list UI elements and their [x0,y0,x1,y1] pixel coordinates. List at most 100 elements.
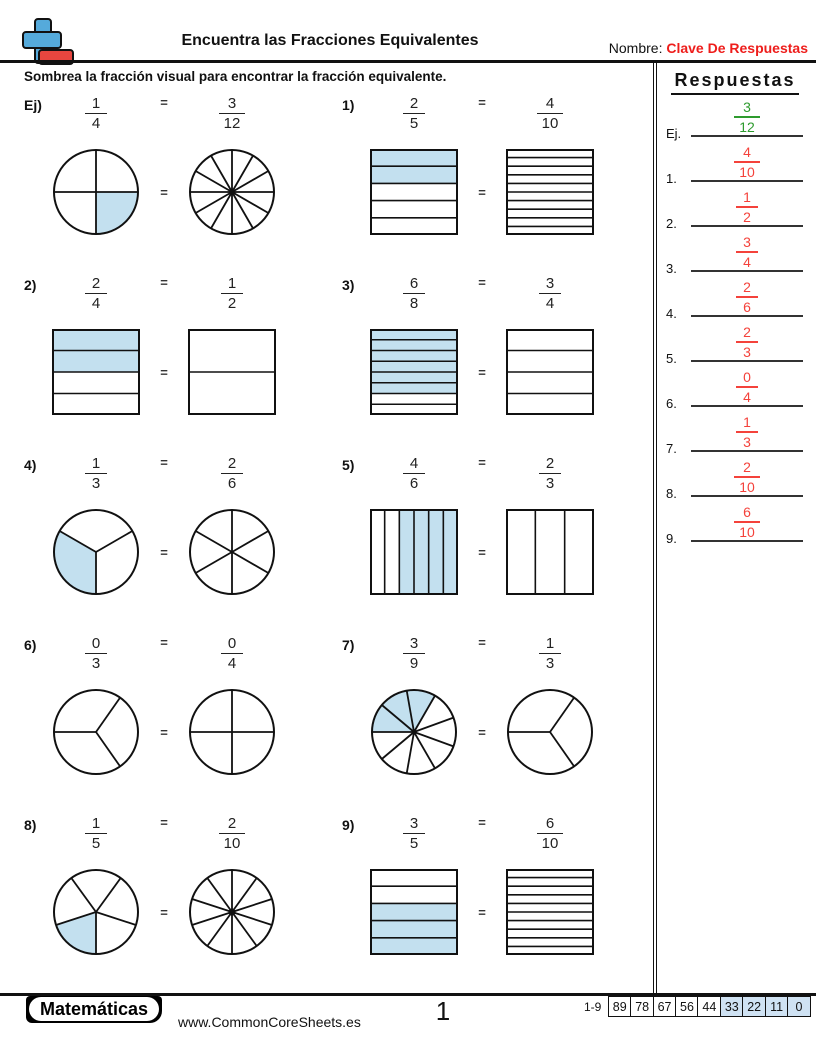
plus-center [36,33,46,43]
answer-number: 3. [666,261,677,276]
fraction-numerator: 2 [539,455,561,475]
visual-circle-3-parts [46,687,146,777]
equals-sign: = [478,95,486,110]
visual-circle-3-parts [500,687,600,777]
fraction-denominator: 5 [91,835,101,853]
score-cell: 0 [787,996,811,1017]
fraction-numerator: 1 [85,815,107,835]
problem-label: Ej) [24,97,42,113]
answer-number: 4. [666,306,677,321]
fraction-denominator: 12 [739,118,755,135]
brand-name: Matemáticas [29,997,160,1021]
visual-circle-6-parts [182,507,282,597]
fraction-denominator: 5 [409,115,419,133]
fraction-numerator: 2 [218,815,246,835]
fraction-denominator: 12 [223,115,241,133]
score-cell: 22 [742,996,767,1017]
problem-label: 9) [342,817,355,833]
problem-label: 4) [24,457,37,473]
equals-sign: = [160,635,168,650]
answer-blank-line [691,540,803,542]
fraction-denominator: 3 [545,475,555,493]
answer-number: 2. [666,216,677,231]
fraction-denominator: 10 [739,163,755,180]
problem-label: 3) [342,277,355,293]
page-number: 1 [435,996,451,1026]
fraction-numerator: 3 [734,99,760,118]
fraction-numerator: 1 [736,414,758,433]
fraction-numerator: 3 [403,635,425,655]
fraction-numerator: 1 [539,635,561,655]
problem-label: 2) [24,277,37,293]
fraction-numerator: 4 [403,455,425,475]
answer-number: 7. [666,441,677,456]
fraction-denominator: 4 [91,115,101,133]
website-url: www.CommonCoreSheets.es [178,1014,361,1030]
fraction-numerator: 2 [85,275,107,295]
score-cell: 56 [674,996,699,1017]
equals-sign: = [478,455,486,470]
equals-sign: = [160,455,168,470]
fraction-numerator: 3 [736,234,758,253]
answer-blank-line [691,360,803,362]
name-field: Nombre: Clave De Respuestas [609,40,808,56]
answers-title-wrap: Respuestas [657,70,813,95]
answer-number: Ej. [666,126,682,141]
answer-blank-line [691,225,803,227]
header-divider [0,60,816,63]
equals-sign: = [478,815,486,830]
fraction-numerator: 2 [736,279,758,298]
fraction-numerator: 3 [218,95,246,115]
answer-number: 5. [666,351,677,366]
fraction-numerator: 0 [736,369,758,388]
fraction-numerator: 2 [734,459,760,478]
equals-sign: = [160,275,168,290]
equals-sign: = [160,184,168,200]
answer-number: 6. [666,396,677,411]
visual-rect-10-parts [500,149,600,235]
visual-rect-6-parts [364,509,464,595]
fraction-numerator: 4 [536,95,564,115]
fraction-denominator: 6 [743,298,751,315]
problem-label: 6) [24,637,37,653]
problem-visual-row: = [334,145,652,239]
fraction-denominator: 5 [409,835,419,853]
fraction-denominator: 2 [743,208,751,225]
fraction-denominator: 8 [409,295,419,313]
